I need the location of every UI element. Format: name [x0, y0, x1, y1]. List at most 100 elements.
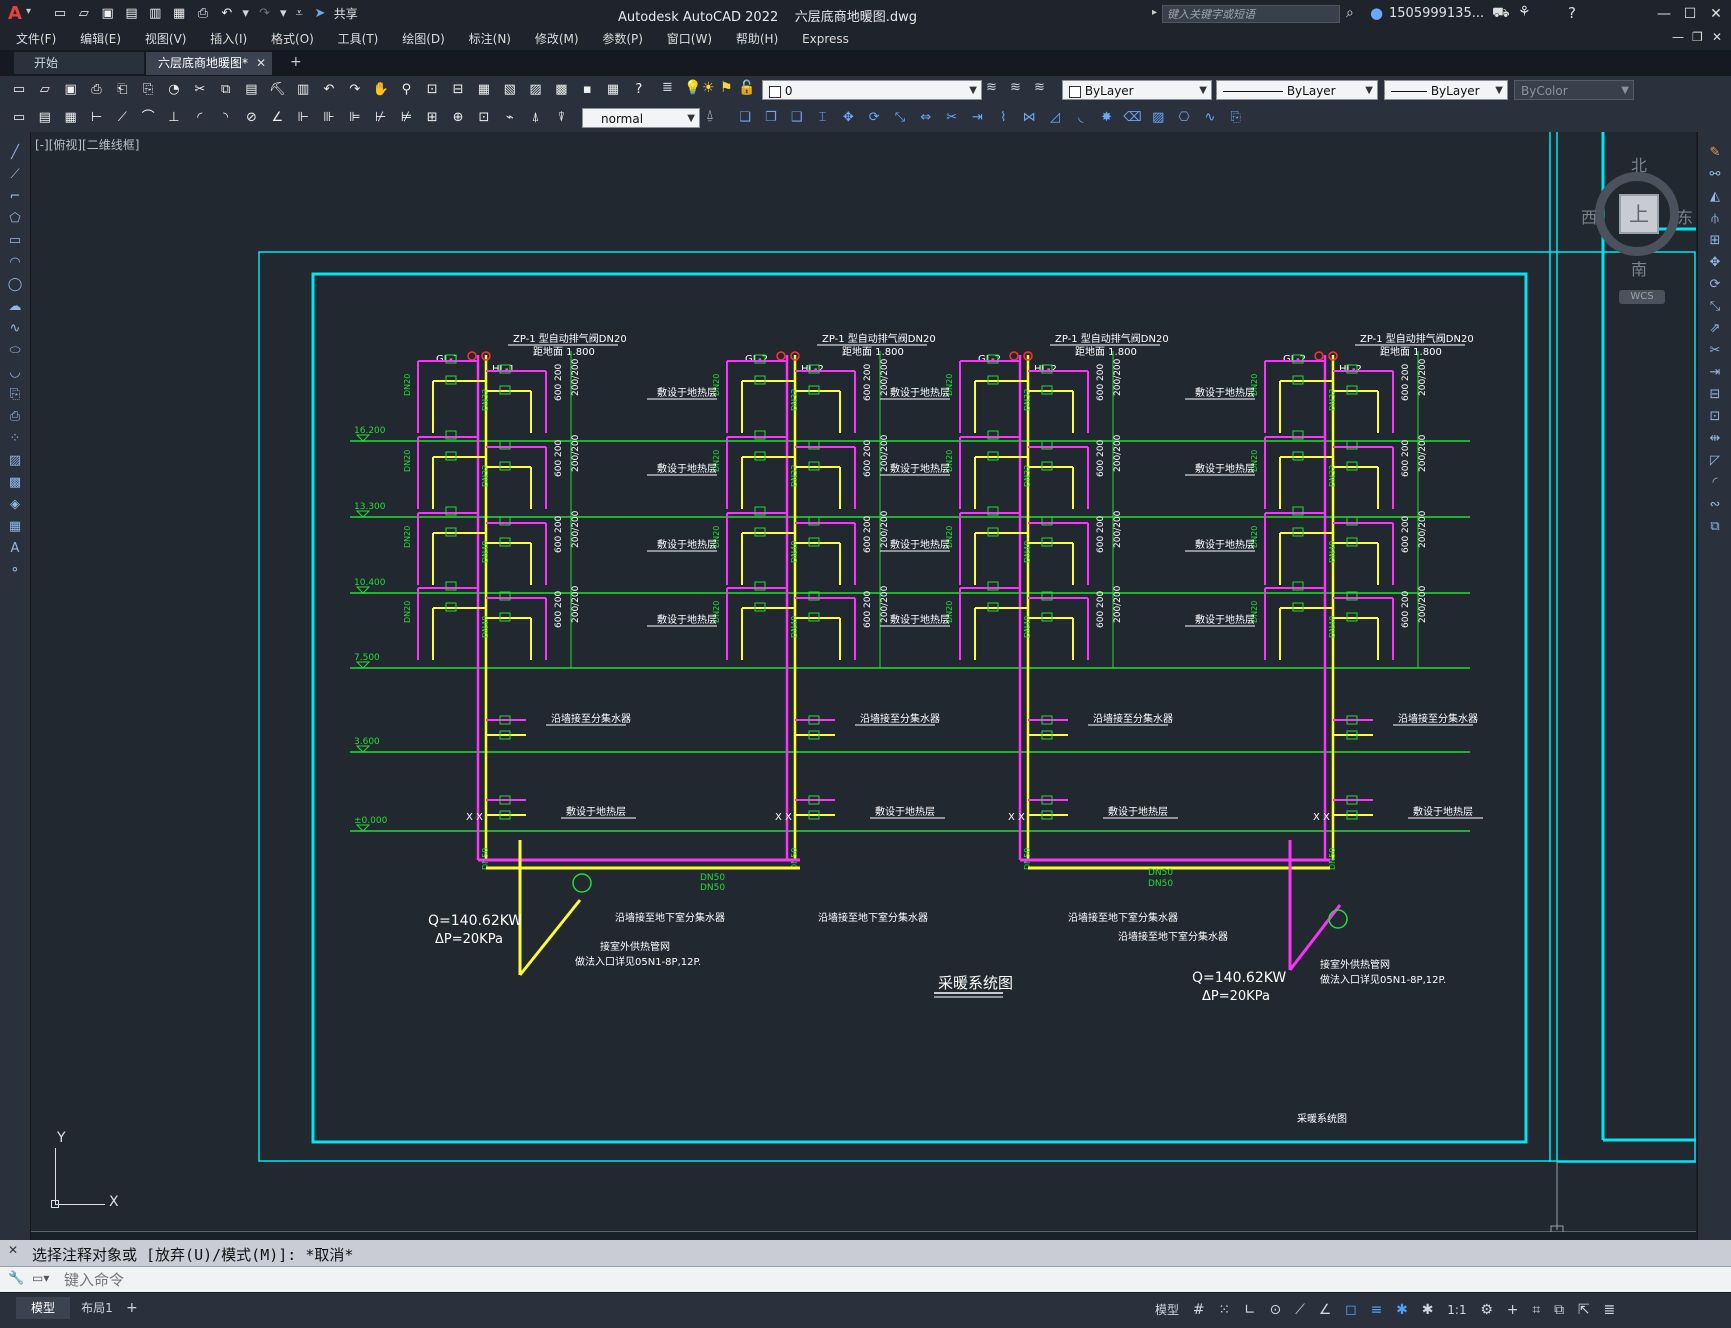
pan-icon[interactable]: ✋	[372, 82, 389, 97]
jogged-linear-icon[interactable]: ⌁	[505, 110, 514, 125]
search-input[interactable]: 键入关键字或短语	[1162, 5, 1340, 23]
search-expand-icon[interactable]: ▸	[1152, 7, 1158, 18]
layer-on-icon[interactable]: 💡	[684, 80, 702, 96]
dim-linear-icon[interactable]: ⊢	[90, 110, 103, 125]
paste-icon[interactable]: ▤	[245, 82, 258, 97]
auto-scale-icon[interactable]: ✱	[1421, 1302, 1434, 1318]
rotate-icon[interactable]: ⟳	[868, 110, 880, 125]
blend-tool-icon[interactable]: ∾	[1709, 497, 1721, 512]
undo-dropdown-icon[interactable]: ▾	[242, 6, 249, 21]
trim-icon[interactable]: ✂	[946, 110, 958, 125]
copy-icon[interactable]: ⧉	[220, 82, 231, 97]
move-icon[interactable]: ✥	[842, 110, 854, 125]
block-editor-icon[interactable]: ▥	[296, 82, 310, 97]
open-file-icon[interactable]: ▱	[78, 6, 89, 21]
line-icon[interactable]: ╱	[11, 145, 19, 160]
new-layout-icon[interactable]: +	[126, 1300, 138, 1316]
redo-dropdown-icon[interactable]: ▾	[280, 6, 287, 21]
region-icon[interactable]: ◈	[10, 497, 20, 512]
menu-edit[interactable]: 编辑(E)	[80, 32, 122, 46]
model-space-button[interactable]: 模型	[1155, 1303, 1180, 1317]
help-toolbar-icon[interactable]: ?	[635, 82, 643, 97]
rotate-tool-icon[interactable]: ⟳	[1709, 277, 1721, 292]
snap-icon[interactable]: ⁙	[1218, 1302, 1231, 1318]
viewcube-south[interactable]: 南	[1631, 260, 1648, 279]
join-tool-icon[interactable]: ⇹	[1709, 431, 1721, 446]
dim-text-edit-icon[interactable]: ⍒	[557, 110, 566, 125]
tab-model[interactable]: 模型	[16, 1297, 70, 1319]
command-input-bar[interactable]: 🔧 ▭▾	[0, 1266, 1731, 1293]
qsave-icon[interactable]: ▣	[64, 82, 77, 97]
mirror-icon[interactable]: ❐	[765, 110, 777, 125]
grid-icon[interactable]: #	[1192, 1302, 1205, 1318]
doc-minimize-button[interactable]: —	[1672, 30, 1684, 44]
dim-baseline-icon[interactable]: ⊪	[323, 110, 335, 125]
text-style-dropdown[interactable]: normal ▼	[582, 108, 700, 128]
command-input[interactable]	[62, 1269, 1716, 1291]
tab-drawing[interactable]: 六层底商地暖图* ✕	[146, 52, 272, 75]
erase-tool-icon[interactable]: ✎	[1709, 145, 1721, 160]
minimize-button[interactable]: —	[1657, 6, 1671, 22]
dim-break-icon[interactable]: ⊭	[400, 110, 413, 125]
table-style-icon[interactable]: ▦	[64, 110, 77, 125]
user-name[interactable]: 1505999135...	[1389, 6, 1485, 21]
menu-view[interactable]: 视图(V)	[144, 32, 187, 46]
inspect-icon[interactable]: ⊡	[478, 110, 490, 125]
layer-manager-icon[interactable]: ≣	[662, 80, 673, 95]
match-prop-icon[interactable]: ⛏	[269, 82, 286, 97]
arc-icon[interactable]: ◠	[9, 255, 21, 270]
dim-diameter-icon[interactable]: ⊘	[246, 110, 257, 125]
viewcube-face-top[interactable]: 上	[1619, 194, 1659, 234]
print-icon[interactable]: ⎙	[91, 82, 102, 97]
fillet-icon[interactable]: ◟	[1078, 110, 1084, 125]
quick-properties-icon[interactable]: ⧉	[1554, 1302, 1565, 1318]
menu-draw[interactable]: 绘图(D)	[402, 32, 445, 46]
make-block-icon[interactable]: ⎙	[9, 409, 21, 424]
chamfer-icon[interactable]: ◿	[1049, 110, 1060, 125]
customization-icon[interactable]: ≣	[1603, 1302, 1616, 1318]
explode-tool-icon[interactable]: ⧉	[1710, 519, 1720, 534]
isolate-objects-icon[interactable]: ⇱	[1577, 1302, 1590, 1318]
chamfer-tool-icon[interactable]: ◸	[1710, 453, 1720, 468]
menu-dimension[interactable]: 标注(N)	[468, 32, 511, 46]
a360-icon[interactable]: ⚘	[1518, 4, 1531, 20]
help-icon[interactable]: ?	[1568, 4, 1576, 22]
dim-space-icon[interactable]: ⊬	[374, 110, 387, 125]
spline-edit-icon[interactable]: ∿	[1204, 110, 1216, 125]
close-button[interactable]: ✕	[1710, 6, 1722, 22]
isodraft-icon[interactable]: ⟋	[1295, 1302, 1305, 1318]
table-icon[interactable]: ▦	[8, 519, 22, 534]
dim-jogged-icon[interactable]: ◝	[223, 110, 229, 125]
move-tool-icon[interactable]: ✥	[1709, 255, 1721, 270]
gradient-icon[interactable]: ▩	[8, 475, 22, 490]
copy-tool-icon[interactable]: ⚯	[1709, 167, 1721, 182]
ortho-icon[interactable]: ∟	[1243, 1302, 1256, 1318]
doc-restore-button[interactable]: ❐	[1692, 30, 1703, 44]
customize-qat-icon[interactable]: ⩡	[295, 6, 303, 21]
tolerance-icon[interactable]: ⊞	[426, 110, 438, 125]
wcs-menu[interactable]: WCS	[1619, 290, 1665, 304]
make-current-icon[interactable]: ≋	[986, 80, 997, 95]
share-button[interactable]: 共享	[333, 7, 358, 21]
zoom-previous-icon[interactable]: ⊟	[452, 82, 464, 97]
mtext-icon[interactable]: A	[10, 541, 20, 556]
app-menu-chevron-icon[interactable]: ▾	[26, 6, 32, 17]
doc-close-button[interactable]: ✕	[1712, 30, 1723, 44]
menu-file[interactable]: 文件(F)	[16, 32, 57, 46]
zoom-window-icon[interactable]: ⊡	[426, 82, 438, 97]
quick-dim-icon[interactable]: ⊩	[297, 110, 309, 125]
extend-tool-icon[interactable]: ⇥	[1709, 365, 1721, 380]
tab-start[interactable]: 开始	[14, 52, 144, 74]
add-selected-icon[interactable]: ⚬	[9, 563, 21, 578]
dim-style-icon[interactable]: ▭	[12, 110, 26, 125]
viewport-controls[interactable]: [-][俯视][二维线框]	[35, 138, 140, 152]
tab-close-icon[interactable]: ✕	[255, 56, 266, 70]
osnap-tracking-icon[interactable]: ∠	[1318, 1302, 1332, 1318]
properties-icon[interactable]: ▦	[477, 82, 491, 97]
array-icon[interactable]: ⌶	[818, 110, 827, 125]
zoom-realtime-icon[interactable]: ⚲	[401, 82, 412, 97]
menu-tools[interactable]: 工具(T)	[337, 32, 379, 46]
linetype-dropdown[interactable]: ByLayer ▼	[1216, 80, 1378, 100]
menu-window[interactable]: 窗口(W)	[666, 32, 713, 46]
offset-tool-icon[interactable]: ⫛	[1711, 211, 1719, 226]
